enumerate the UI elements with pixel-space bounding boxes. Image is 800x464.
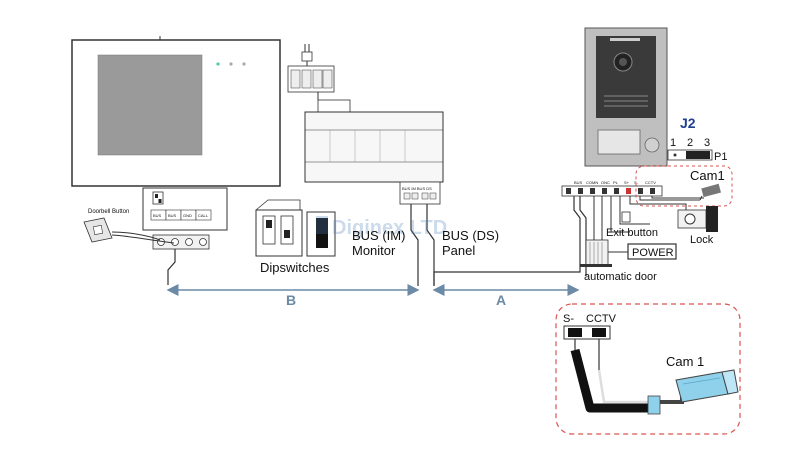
doorbell-label: Doorbell Button [88, 209, 129, 215]
power-plug-icon [301, 44, 313, 66]
j2-pin-1: 1 [670, 137, 676, 149]
dimension-b: B [166, 284, 420, 308]
door-panel-face [596, 36, 656, 118]
monitor-button-icon [242, 62, 246, 66]
monitor-terminal-block: BUS BUS GND CALL [142, 187, 228, 231]
distributor-terminals-label: BUS IM BUS DS [402, 186, 432, 191]
bus-ds-label: BUS (DS) [442, 228, 499, 243]
exit-button-icon [621, 211, 631, 223]
lock-bolt-icon [706, 206, 718, 232]
j2-jumper: J2 1 2 3 P1 [667, 115, 727, 163]
panel-terminal-pl: PL [613, 180, 619, 185]
watermark-text: Diginex LTD [332, 217, 447, 239]
monitor-screen [98, 55, 202, 155]
monitor-terminal-call: CALL [198, 213, 209, 218]
j2-p1-label: P1 [714, 151, 727, 163]
monitor-terminal-bus2: BUS [168, 213, 177, 218]
camera-detail: S- CCTV Cam 1 [555, 303, 741, 435]
power-label: POWER [632, 247, 674, 259]
door-panel [584, 27, 668, 167]
name-plate [597, 129, 641, 155]
dipswitches-label: Dipswitches [260, 260, 330, 275]
detail-camera-icon [660, 369, 739, 404]
cam1-small: Cam1 [635, 165, 733, 207]
panel-terminal-cctv: CCTV [645, 180, 656, 185]
doorbell-button: Doorbell Button [83, 209, 175, 244]
panel-terminal-s-plus: S+ [624, 180, 630, 185]
monitor-screw-terminals [152, 234, 210, 250]
mains-terminal-block [287, 65, 335, 100]
j2-pin-3: 3 [704, 137, 710, 149]
detail-cctv-label: CCTV [586, 313, 617, 325]
j2-title: J2 [680, 115, 696, 131]
camera-mount-icon [647, 395, 661, 415]
bus-im-label: BUS (IM) [352, 228, 405, 243]
call-button-icon [644, 137, 660, 153]
detail-s-minus-label: S- [563, 313, 574, 325]
monitor [71, 36, 281, 187]
watermark: Diginex LTD [316, 216, 447, 239]
monitor-led-icon [216, 62, 220, 66]
automatic-door-label: automatic door [584, 271, 657, 283]
lock: Lock [677, 206, 718, 246]
dimension-a-label: A [496, 292, 506, 308]
panel-label: Panel [442, 243, 475, 258]
panel-terminal-onc: ONC [601, 180, 610, 185]
distributor-unit: BUS IM BUS DS [304, 99, 444, 205]
exit-button: Exit button [606, 211, 658, 239]
detail-cam-label: Cam 1 [666, 354, 704, 369]
power-box [627, 243, 677, 260]
monitor-button-icon [229, 62, 233, 66]
cam1-label: Cam1 [690, 168, 725, 183]
panel-terminal-block: BUS COMN ONC PL S+ S- CCTV [561, 180, 663, 197]
panel-terminal-bus: BUS [574, 180, 583, 185]
detail-terminal-s-minus-icon [568, 328, 582, 337]
dipswitches-module: Dipswitches [255, 199, 336, 275]
exit-button-label: Exit button [606, 227, 658, 239]
monitor-terminal-gnd: GND [183, 213, 192, 218]
panel-terminal-comn: COMN [586, 180, 598, 185]
j2-pin-2: 2 [687, 137, 693, 149]
monitor-label: Monitor [352, 243, 396, 258]
cam1-small-camera-icon [699, 183, 721, 201]
dimension-b-label: B [286, 292, 296, 308]
automatic-door: POWER automatic door [580, 239, 677, 283]
dipswitch-module-connector-icon [316, 218, 328, 248]
detail-terminal-cctv-icon [592, 328, 606, 337]
monitor-terminal-bus1: BUS [153, 213, 162, 218]
dimension-a: A [432, 284, 580, 308]
lock-label: Lock [690, 234, 714, 246]
